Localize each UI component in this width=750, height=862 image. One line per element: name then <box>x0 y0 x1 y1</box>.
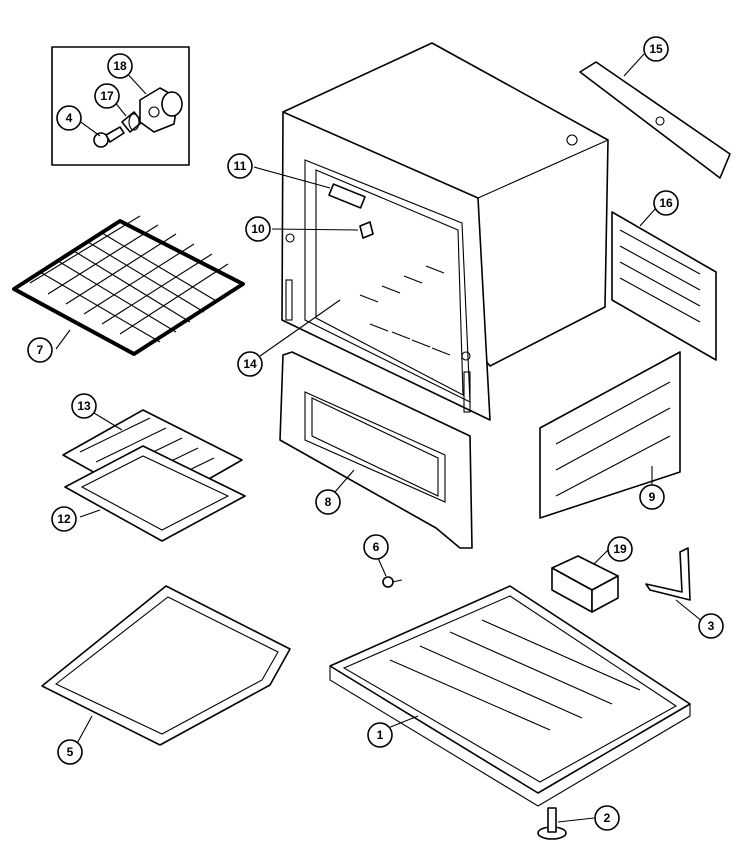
callout-17: 17 <box>94 83 120 109</box>
callout-label: 9 <box>649 490 656 504</box>
callout-label: 7 <box>37 343 44 357</box>
callout-label: 5 <box>67 745 74 759</box>
bracket-part <box>645 547 691 601</box>
broiler-pan-part <box>64 445 246 542</box>
callout-15: 15 <box>643 36 669 62</box>
front-kick-panel-part <box>279 351 473 549</box>
oven-rack-part <box>12 215 245 356</box>
callout-19: 19 <box>607 536 633 562</box>
callout-label: 13 <box>77 399 91 413</box>
callout-label: 12 <box>57 512 71 526</box>
callout-14: 14 <box>237 351 263 377</box>
callout-3: 3 <box>698 613 724 639</box>
callout-label: 19 <box>613 542 627 556</box>
rear-top-panel-part <box>579 61 731 179</box>
callout-10: 10 <box>245 216 271 242</box>
callout-label: 16 <box>659 196 673 210</box>
callout-label: 15 <box>649 42 663 56</box>
callout-12: 12 <box>51 506 77 532</box>
callout-2: 2 <box>594 805 620 831</box>
callout-label: 14 <box>243 357 257 371</box>
side-heat-shield-part <box>611 211 717 361</box>
callout-label: 11 <box>234 159 247 173</box>
callout-6: 6 <box>363 534 389 560</box>
callout-9: 9 <box>639 484 665 510</box>
callout-label: 6 <box>373 540 380 554</box>
callout-1: 1 <box>367 722 393 748</box>
callout-label: 4 <box>66 111 73 125</box>
light-housing-part <box>139 87 183 133</box>
callout-7: 7 <box>27 337 53 363</box>
base-tray-part <box>329 585 691 807</box>
callout-11: 11 <box>227 153 253 179</box>
light-bulb-part <box>93 126 125 148</box>
callout-label: 17 <box>100 89 114 103</box>
callout-label: 2 <box>604 811 611 825</box>
lower-heat-shield-part <box>539 351 681 519</box>
callout-18: 18 <box>107 53 133 79</box>
callout-16: 16 <box>653 190 679 216</box>
drawer-part <box>41 585 291 746</box>
oven-cavity-part <box>281 42 609 421</box>
callout-label: 10 <box>251 222 265 236</box>
callout-label: 3 <box>708 619 715 633</box>
leveling-leg-part <box>537 807 567 840</box>
callout-label: 1 <box>377 728 384 742</box>
callout-5: 5 <box>57 739 83 765</box>
callout-4: 4 <box>56 105 82 131</box>
screw-part <box>382 576 403 588</box>
callout-13: 13 <box>71 393 97 419</box>
callout-label: 8 <box>325 495 332 509</box>
callout-8: 8 <box>315 489 341 515</box>
relay-module-part <box>551 555 619 613</box>
callout-label: 18 <box>113 59 127 73</box>
